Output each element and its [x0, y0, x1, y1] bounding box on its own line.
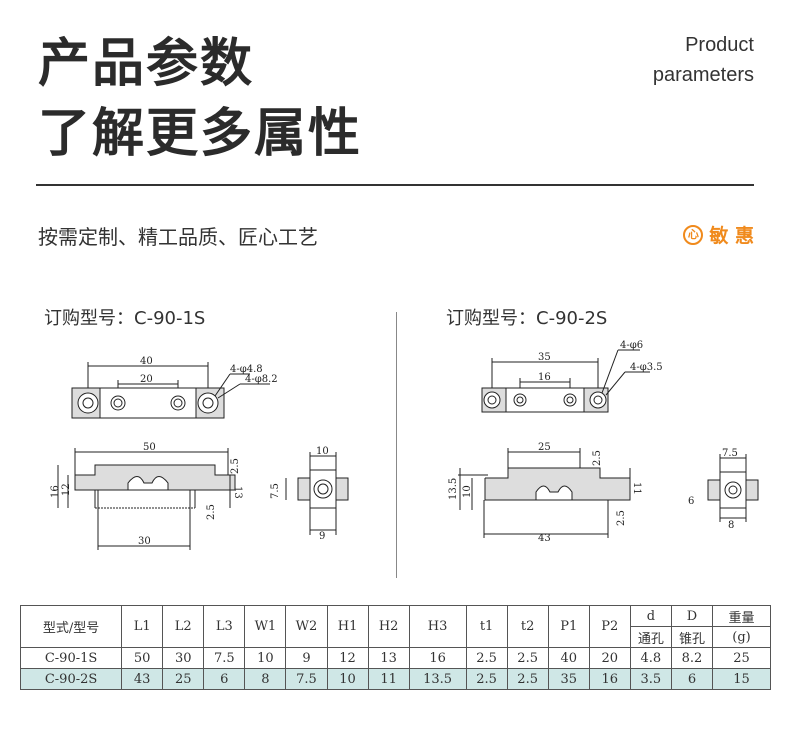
table-cell: 2.5 [465, 668, 508, 690]
spec-table: 型式/型号 L1 L2 L3 W1 W2 H1 H2 H3 t1 t2 P1 P… [19, 605, 771, 690]
dim-6: 6 [688, 496, 694, 507]
table-header-cell: W1 [244, 605, 287, 648]
dim-16: 16 [50, 485, 61, 498]
table-header-cell: d [629, 605, 672, 627]
table-header-cell: t2 [506, 605, 549, 648]
table-header-cell: H1 [326, 605, 369, 648]
dim-9: 9 [319, 531, 325, 542]
technical-drawing-1s: 40 20 4-φ4.8 4-φ8.2 50 30 16 12 13 2.5 2… [50, 356, 349, 550]
table-cell: 7.5 [285, 668, 328, 690]
table-cell: 25 [712, 647, 771, 669]
dim-hole-small: 4-φ4.8 [230, 364, 263, 375]
table-header-cell: 重量 [712, 605, 771, 627]
table-cell: 16 [408, 647, 467, 669]
dim-2-5-bottom: 2.5 [616, 510, 627, 526]
brand-name: 敏 惠 [709, 225, 754, 247]
table-row: C-90-2S 43 25 6 8 7.5 10 11 13.5 2.5 2.5… [19, 668, 771, 690]
dim-16: 16 [538, 372, 551, 383]
dim-7-5: 7.5 [270, 483, 281, 499]
table-subheader-cell: 通孔 [629, 626, 672, 648]
technical-drawing-2s: 35 16 4-φ6 4-φ3.5 25 43 13.5 10 11 2.5 2… [448, 340, 759, 544]
dim-50: 50 [143, 442, 156, 453]
table-header-cell: P1 [547, 605, 590, 648]
model-label-2s: 订购型号：C-90-2S [446, 308, 608, 329]
english-subtitle-line1: Product [685, 34, 754, 56]
table-cell: 8 [244, 668, 287, 690]
table-cell: 13 [367, 647, 410, 669]
drawing-divider [396, 312, 397, 578]
table-cell: 43 [121, 668, 164, 690]
table-header-cell: D [670, 605, 714, 627]
table-subheader-cell: 锥孔 [670, 626, 714, 648]
table-cell: 7.5 [203, 647, 246, 669]
table-cell: C-90-2S [19, 668, 123, 690]
dim-hole-small: 4-φ6 [620, 340, 643, 351]
dim-30: 30 [138, 536, 151, 547]
dim-35: 35 [538, 352, 551, 363]
table-cell: 2.5 [506, 668, 549, 690]
table-header-row: 型式/型号 L1 L2 L3 W1 W2 H1 H2 H3 t1 t2 P1 P… [19, 605, 771, 648]
table-cell: C-90-1S [19, 647, 123, 669]
table-cell: 2.5 [465, 647, 508, 669]
model-label-1s: 订购型号：C-90-1S [44, 308, 206, 329]
dim-2-5-top: 2.5 [230, 458, 241, 474]
table-row: C-90-1S 50 30 7.5 10 9 12 13 16 2.5 2.5 … [19, 647, 771, 669]
dim-8: 8 [728, 520, 734, 531]
table-subheader-row: 通孔 锥孔 (g) [21, 626, 771, 648]
page-title-line2: 了解更多属性 [38, 104, 363, 164]
table-cell: 12 [326, 647, 369, 669]
english-subtitle: Product parameters [653, 30, 754, 90]
dim-hole-big: 4-φ8.2 [245, 374, 278, 385]
table-header-cell: t1 [465, 605, 508, 648]
dim-10: 10 [462, 485, 473, 498]
table-cell: 15 [712, 668, 771, 690]
table-cell: 2.5 [506, 647, 549, 669]
table-header-cell: L2 [162, 605, 205, 648]
dim-10: 10 [316, 446, 329, 457]
table-header-cell: H2 [367, 605, 410, 648]
table-cell: 11 [367, 668, 410, 690]
table-cell: 30 [162, 647, 205, 669]
table-cell: 25 [162, 668, 205, 690]
header-rule [36, 184, 754, 186]
brand-logo: 心 敏 惠 [683, 221, 754, 248]
dim-40: 40 [140, 356, 153, 367]
dim-13: 13 [232, 486, 243, 499]
table-cell: 6 [670, 668, 714, 690]
table-cell: 16 [588, 668, 631, 690]
table-cell: 10 [244, 647, 287, 669]
table-cell: 13.5 [408, 668, 467, 690]
table-cell: 20 [588, 647, 631, 669]
table-header-cell: H3 [408, 605, 467, 648]
table-cell: 3.5 [629, 668, 672, 690]
table-cell: 8.2 [670, 647, 714, 669]
dim-hole-big: 4-φ3.5 [630, 362, 663, 373]
table-cell: 9 [285, 647, 328, 669]
page-title-line1: 产品参数 [38, 34, 255, 94]
tagline: 按需定制、精工品质、匠心工艺 [38, 225, 318, 249]
dim-2-5-bottom: 2.5 [206, 504, 217, 520]
dim-25: 25 [538, 442, 551, 453]
dim-43: 43 [538, 533, 551, 544]
dim-2-5-top: 2.5 [592, 450, 603, 466]
table-header-cell: L3 [203, 605, 246, 648]
dim-20: 20 [140, 374, 153, 385]
table-cell: 4.8 [629, 647, 672, 669]
table-cell: 10 [326, 668, 369, 690]
table-cell: 40 [547, 647, 590, 669]
dim-12: 12 [61, 483, 72, 496]
dim-7-5: 7.5 [722, 448, 738, 459]
table-subheader-cell: (g) [712, 626, 771, 648]
table-header-cell: W2 [285, 605, 328, 648]
table-header-cell: P2 [588, 605, 631, 648]
table-header-cell: 型式/型号 [19, 605, 123, 648]
brand-logo-icon: 心 [683, 224, 704, 245]
dim-11: 11 [631, 482, 642, 495]
table-header-cell: L1 [121, 605, 164, 648]
table-cell: 35 [547, 668, 590, 690]
table-cell: 6 [203, 668, 246, 690]
dim-13-5: 13.5 [448, 478, 459, 500]
table-cell: 50 [121, 647, 164, 669]
english-subtitle-line2: parameters [652, 64, 754, 86]
